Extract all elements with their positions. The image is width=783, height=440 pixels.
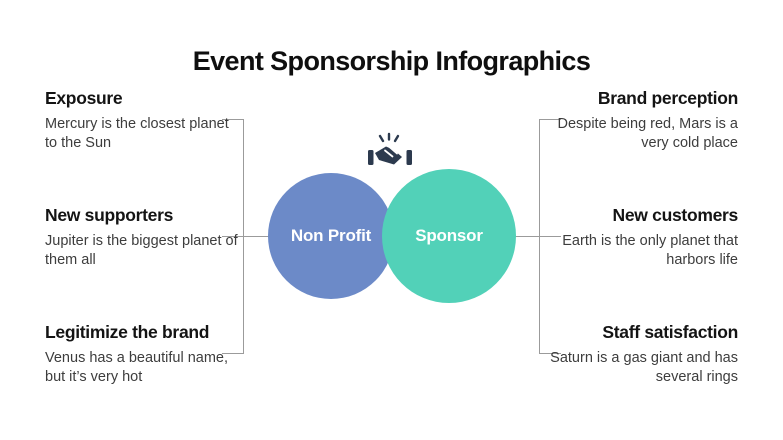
list-item-staff-satisfaction: Staff satisfaction Saturn is a gas giant… [544, 320, 738, 387]
item-body: Saturn is a gas giant and has several ri… [550, 350, 738, 385]
list-item-new-supporters: New supporters Jupiter is the biggest pl… [45, 203, 239, 270]
left-bracket-middle-stub [222, 236, 269, 237]
item-title: New customers [612, 205, 739, 225]
right-bracket-bottom-stub [539, 353, 561, 354]
item-body: Earth is the only planet that harbors li… [562, 233, 738, 268]
list-item-brand-perception: Brand perception Despite being red, Mars… [544, 86, 738, 153]
list-item-new-customers: New customers Earth is the only planet t… [544, 203, 738, 270]
list-item-legitimize-brand: Legitimize the brand Venus has a beautif… [45, 320, 239, 387]
right-bracket-middle-stub [515, 236, 561, 237]
item-title: New supporters [45, 205, 174, 225]
right-bracket-top-stub [539, 119, 561, 120]
sponsor-circle-label: Sponsor [415, 226, 483, 245]
item-body: Despite being red, Mars is a very cold p… [557, 116, 738, 151]
list-item-exposure: Exposure Mercury is the closest planet t… [45, 86, 239, 153]
handshake-icon [366, 131, 414, 175]
item-title: Legitimize the brand [45, 322, 210, 342]
item-title: Staff satisfaction [602, 322, 738, 342]
nonprofit-circle-label: Non Profit [290, 226, 372, 245]
item-title: Exposure [45, 88, 123, 108]
nonprofit-circle: Non Profit [268, 173, 394, 299]
left-bracket-top-stub [222, 119, 244, 120]
item-body: Mercury is the closest planet to the Sun [45, 116, 229, 151]
item-body: Jupiter is the biggest planet of them al… [45, 233, 238, 268]
page-title: Event Sponsorship Infographics [192, 46, 591, 77]
sponsor-circle: Sponsor [382, 169, 516, 303]
left-bracket-bottom-stub [222, 353, 244, 354]
item-body: Venus has a beautiful name, but it’s ver… [45, 350, 228, 385]
item-title: Brand perception [597, 88, 738, 108]
